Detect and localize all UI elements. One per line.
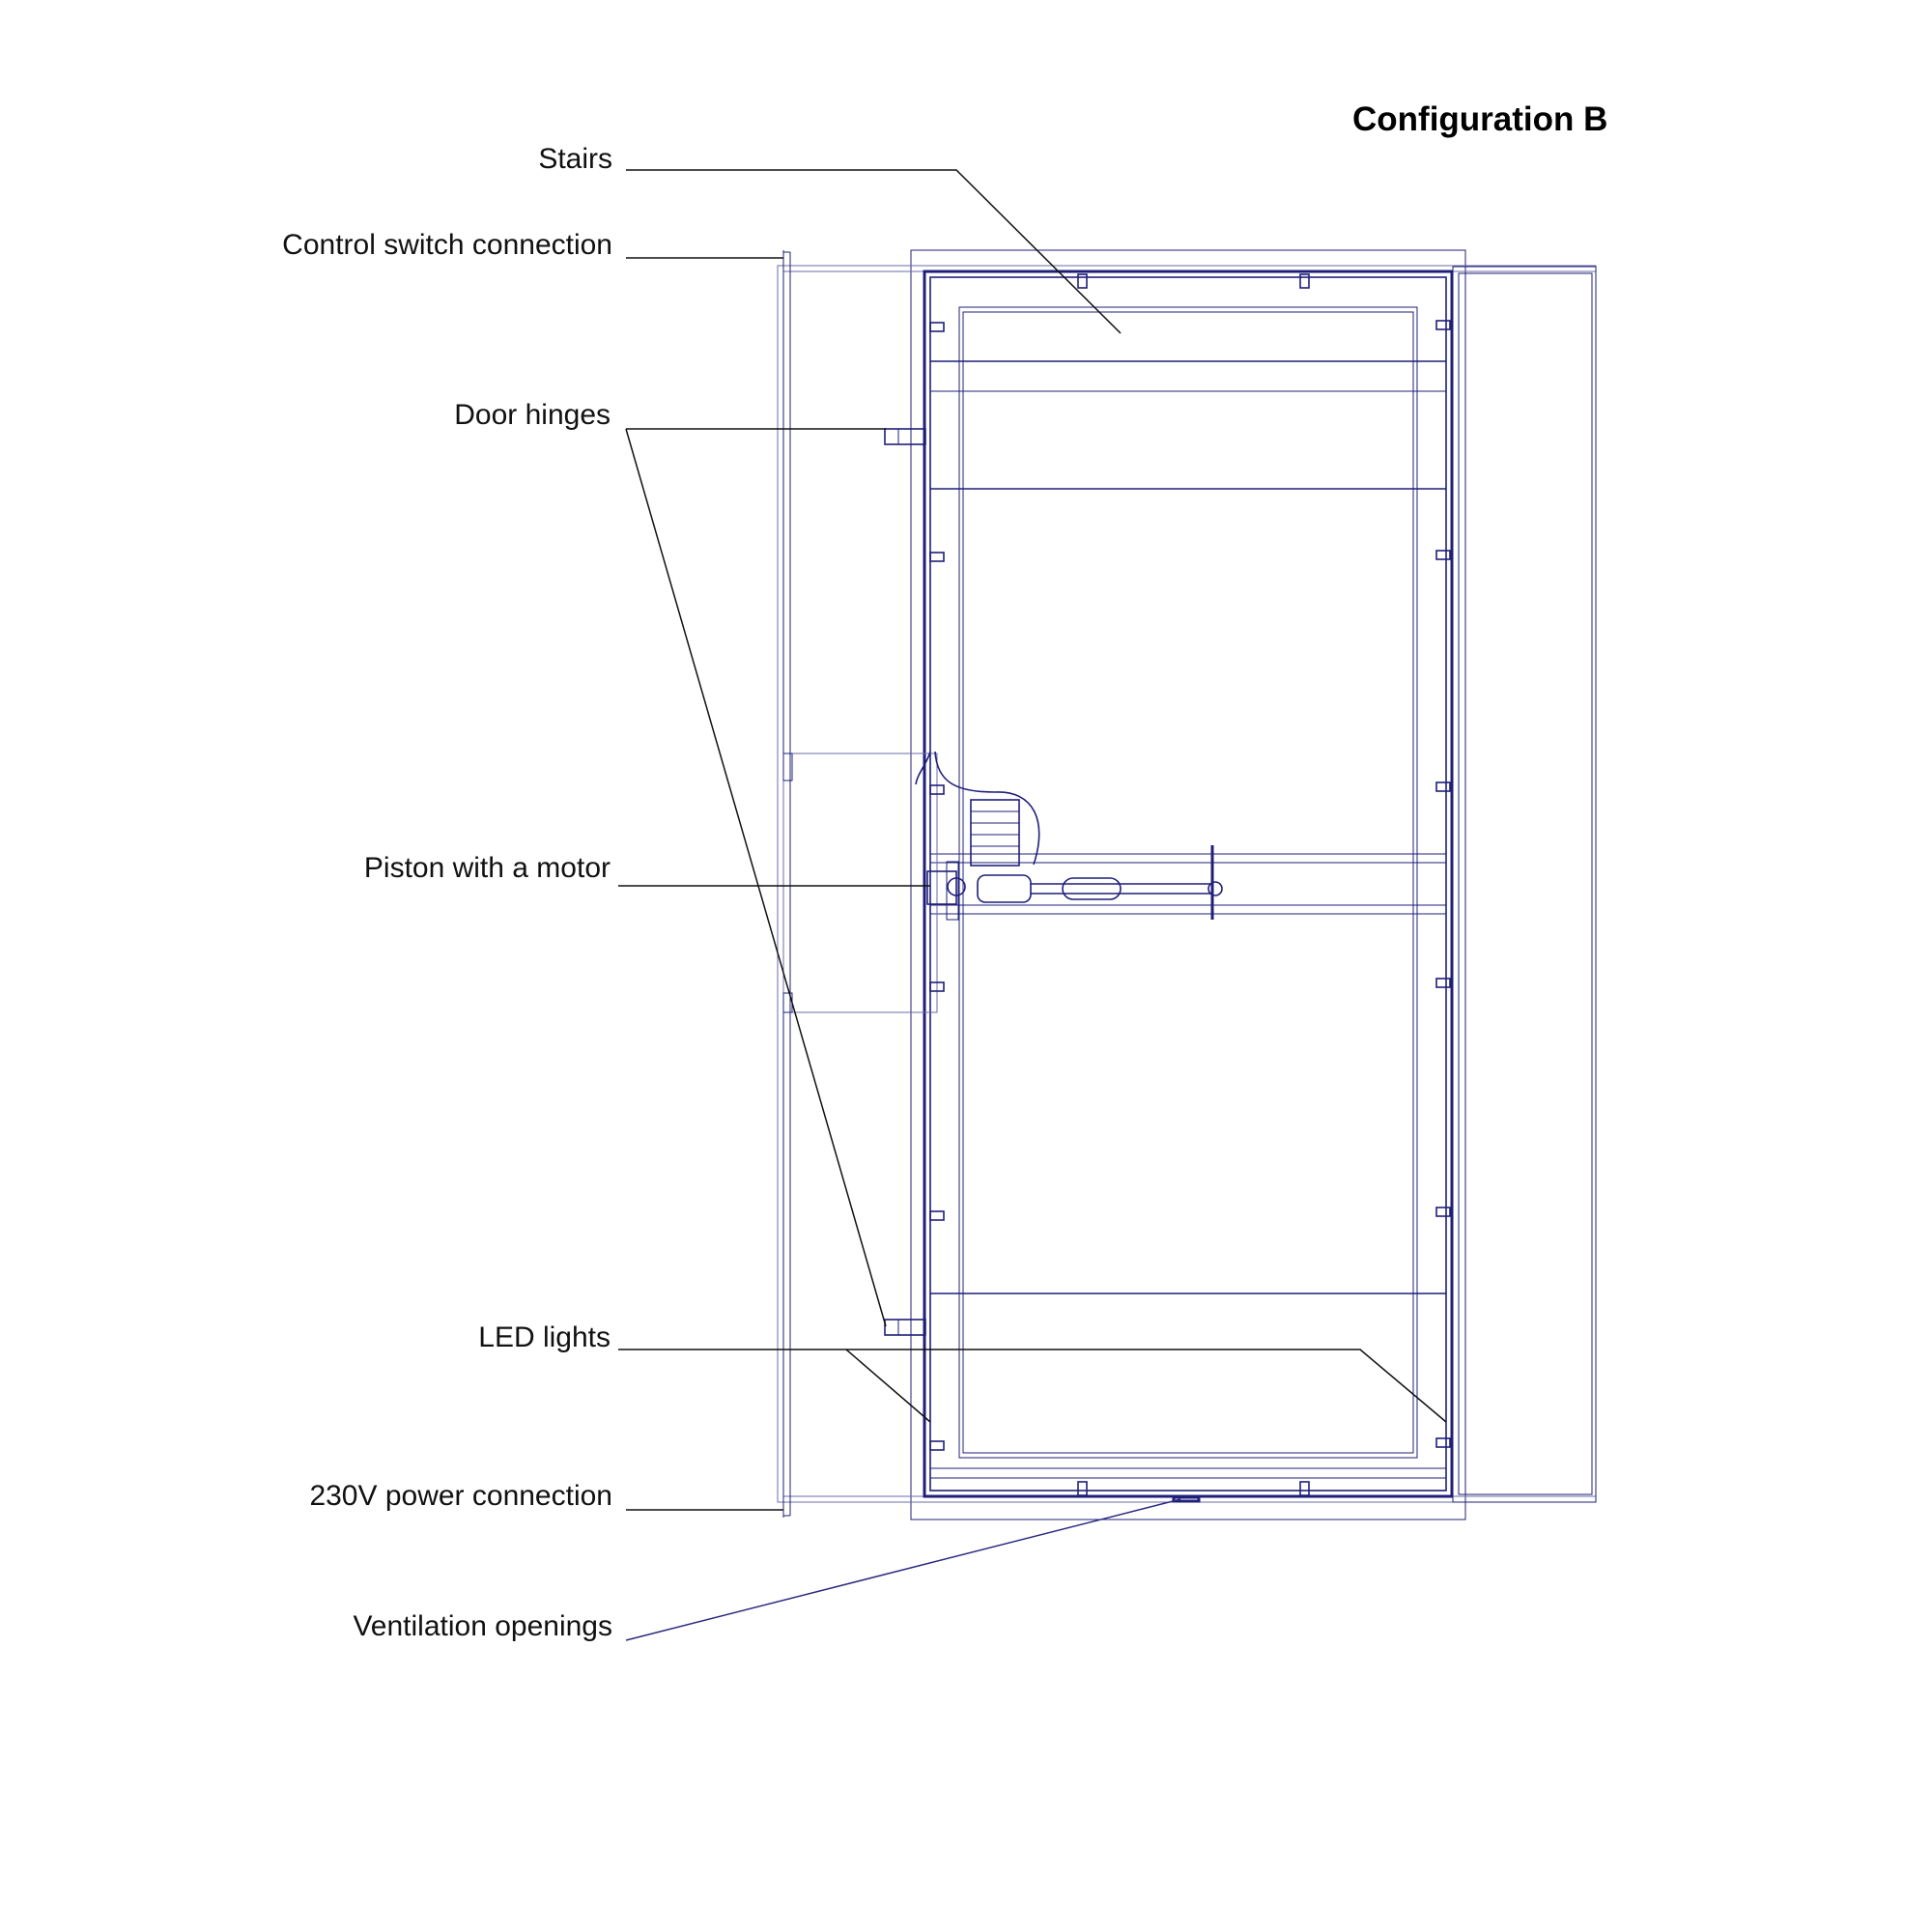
label-piston-with-motor: Piston with a motor bbox=[363, 852, 611, 884]
piston bbox=[926, 845, 1223, 920]
label-led-lights: LED lights bbox=[478, 1321, 611, 1353]
hinges bbox=[884, 428, 926, 1336]
motor-housing-box bbox=[782, 753, 938, 1013]
label-door-hinges: Door hinges bbox=[454, 399, 611, 431]
label-control-switch-connection: Control switch connection bbox=[282, 229, 612, 261]
label-stairs: Stairs bbox=[538, 143, 612, 175]
configuration-title: Configuration B bbox=[1352, 100, 1608, 138]
label-ventilation-openings: Ventilation openings bbox=[353, 1610, 612, 1642]
leader-lines bbox=[618, 169, 1447, 1641]
label-power-connection: 230V power connection bbox=[309, 1480, 612, 1512]
ventilation-openings bbox=[1172, 1495, 1201, 1503]
bolts bbox=[929, 273, 1451, 1496]
piston-rail bbox=[929, 853, 1447, 921]
outer-frame bbox=[777, 249, 1597, 1520]
motor bbox=[915, 751, 1040, 867]
